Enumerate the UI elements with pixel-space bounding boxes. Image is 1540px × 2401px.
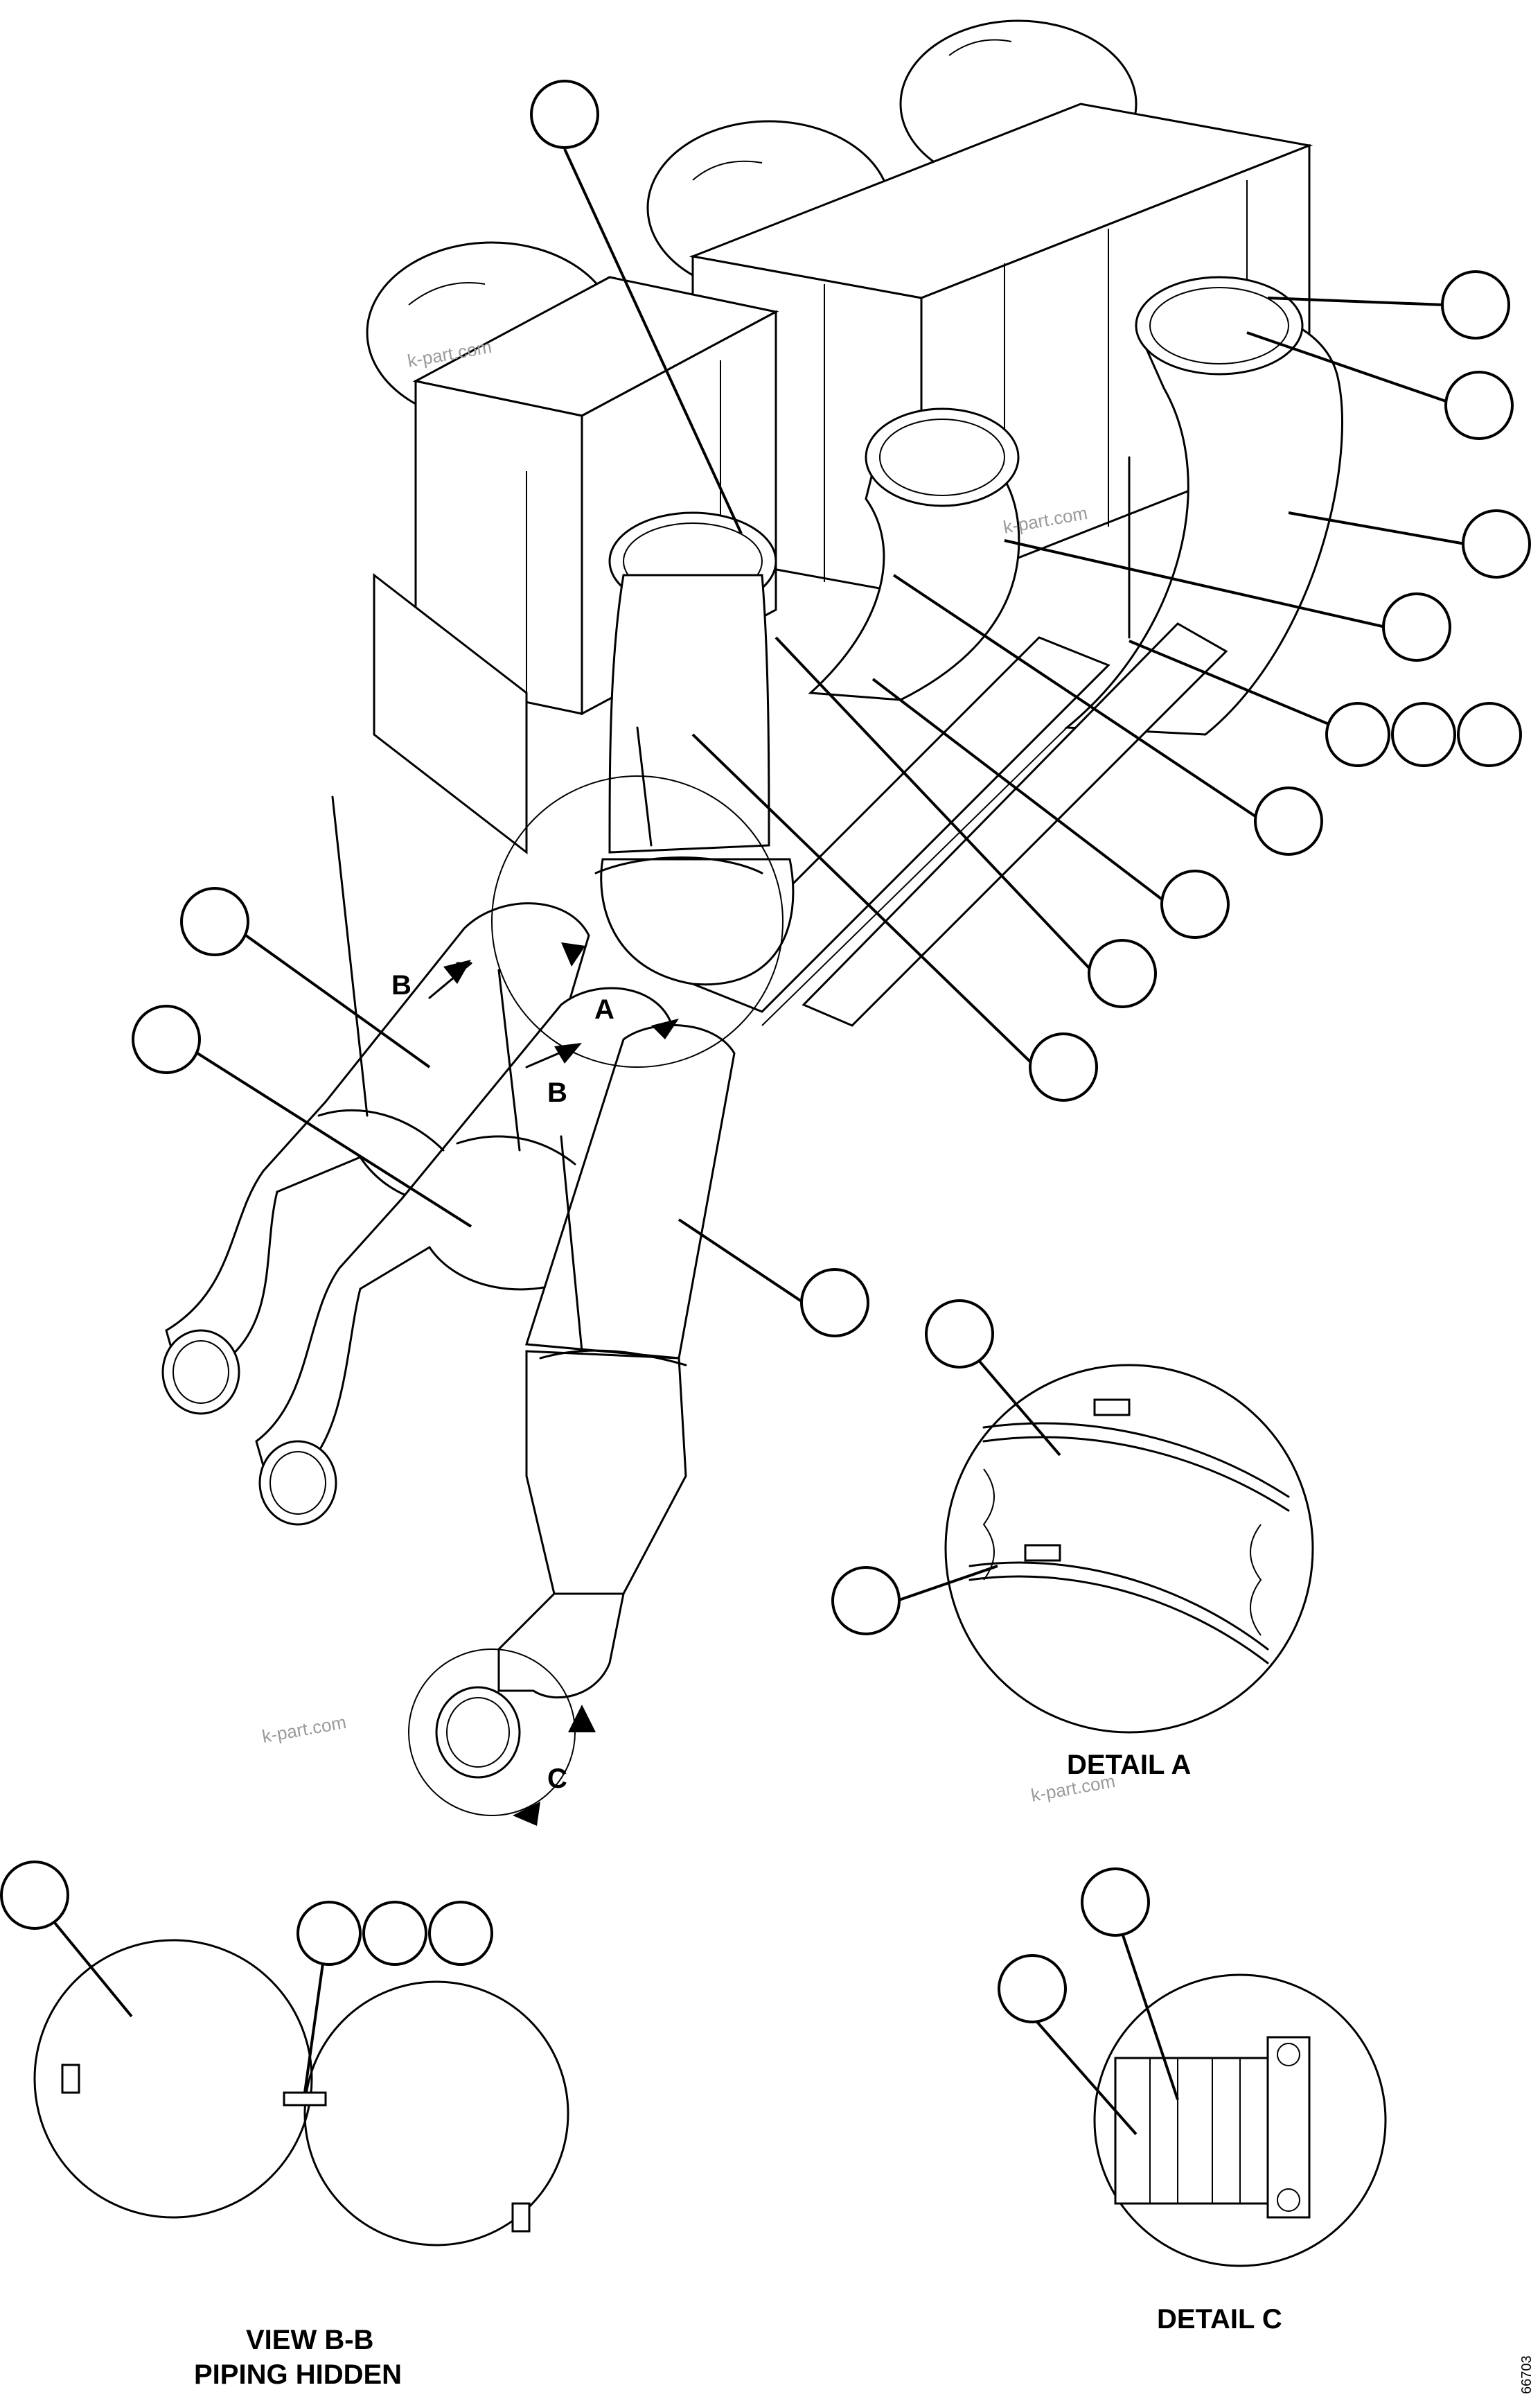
- section-arrows: [428, 942, 679, 1826]
- callout-bubble: [0, 1861, 69, 1930]
- detail-a-callout-circle: [491, 775, 784, 1068]
- detail-a-caption: DETAIL A: [1067, 1750, 1191, 1780]
- callouts: [0, 80, 1531, 2136]
- callout-bubble: [362, 1901, 427, 1966]
- callout-bubble: [297, 1901, 362, 1966]
- callout-bubble: [1391, 702, 1456, 767]
- watermark-text: k-part.com: [260, 1712, 348, 1747]
- detail-a-circle: [944, 1364, 1314, 1734]
- left-converters: [161, 902, 673, 1526]
- callout-bubble: [1160, 870, 1230, 939]
- drawing-code: 66703: [1519, 2355, 1534, 2394]
- callout-bubble: [180, 887, 249, 956]
- detail-a: DETAIL A: [944, 1364, 1314, 1780]
- left-vertical-pipe: [600, 511, 795, 986]
- callout-bubble: [925, 1299, 994, 1369]
- callout-bubble: [1462, 509, 1531, 579]
- middle-elbow-pipe: [808, 407, 1020, 701]
- main-assembly: B B A C: [161, 19, 1343, 1826]
- detail-c-caption: DETAIL C: [1157, 2304, 1282, 2334]
- callout-bubble: [530, 80, 599, 149]
- detail-c: DETAIL C: [1093, 1973, 1387, 2334]
- callout-bubble: [1457, 702, 1522, 767]
- callout-bubble: [998, 1954, 1067, 2023]
- clamp-bands: [317, 856, 763, 1366]
- callout-bubble: [428, 1901, 493, 1966]
- section-label-b-lower: B: [547, 1078, 567, 1108]
- callout-bubble: [1444, 371, 1514, 440]
- piping-hidden-caption: PIPING HIDDEN: [194, 2359, 402, 2390]
- callout-bubble: [1441, 270, 1510, 340]
- callout-bubble: [132, 1005, 201, 1074]
- support-rods: [331, 456, 1131, 1353]
- callout-bubble: [1088, 939, 1157, 1008]
- callout-bubble: [831, 1566, 901, 1635]
- front-converter: [435, 1024, 736, 1779]
- view-bb-right-band: [303, 1980, 569, 2246]
- callout-bubble: [1029, 1032, 1098, 1102]
- callout-bubble: [1254, 786, 1323, 856]
- view-bb-left-band: [33, 1939, 313, 2219]
- view-bb: VIEW B-B PIPING HIDDEN: [33, 1939, 569, 2390]
- tail-pipe: [691, 622, 1228, 1027]
- section-label-b-upper: B: [391, 970, 411, 1001]
- section-label-a: A: [594, 994, 614, 1025]
- callout-bubble: [800, 1268, 869, 1337]
- callout-bubble: [1382, 592, 1451, 662]
- callout-bubble: [1081, 1867, 1150, 1937]
- view-bb-caption: VIEW B-B: [246, 2325, 373, 2355]
- right-elbow-pipe: [1064, 276, 1343, 736]
- callout-bubble: [1325, 702, 1390, 767]
- section-label-c: C: [547, 1764, 567, 1794]
